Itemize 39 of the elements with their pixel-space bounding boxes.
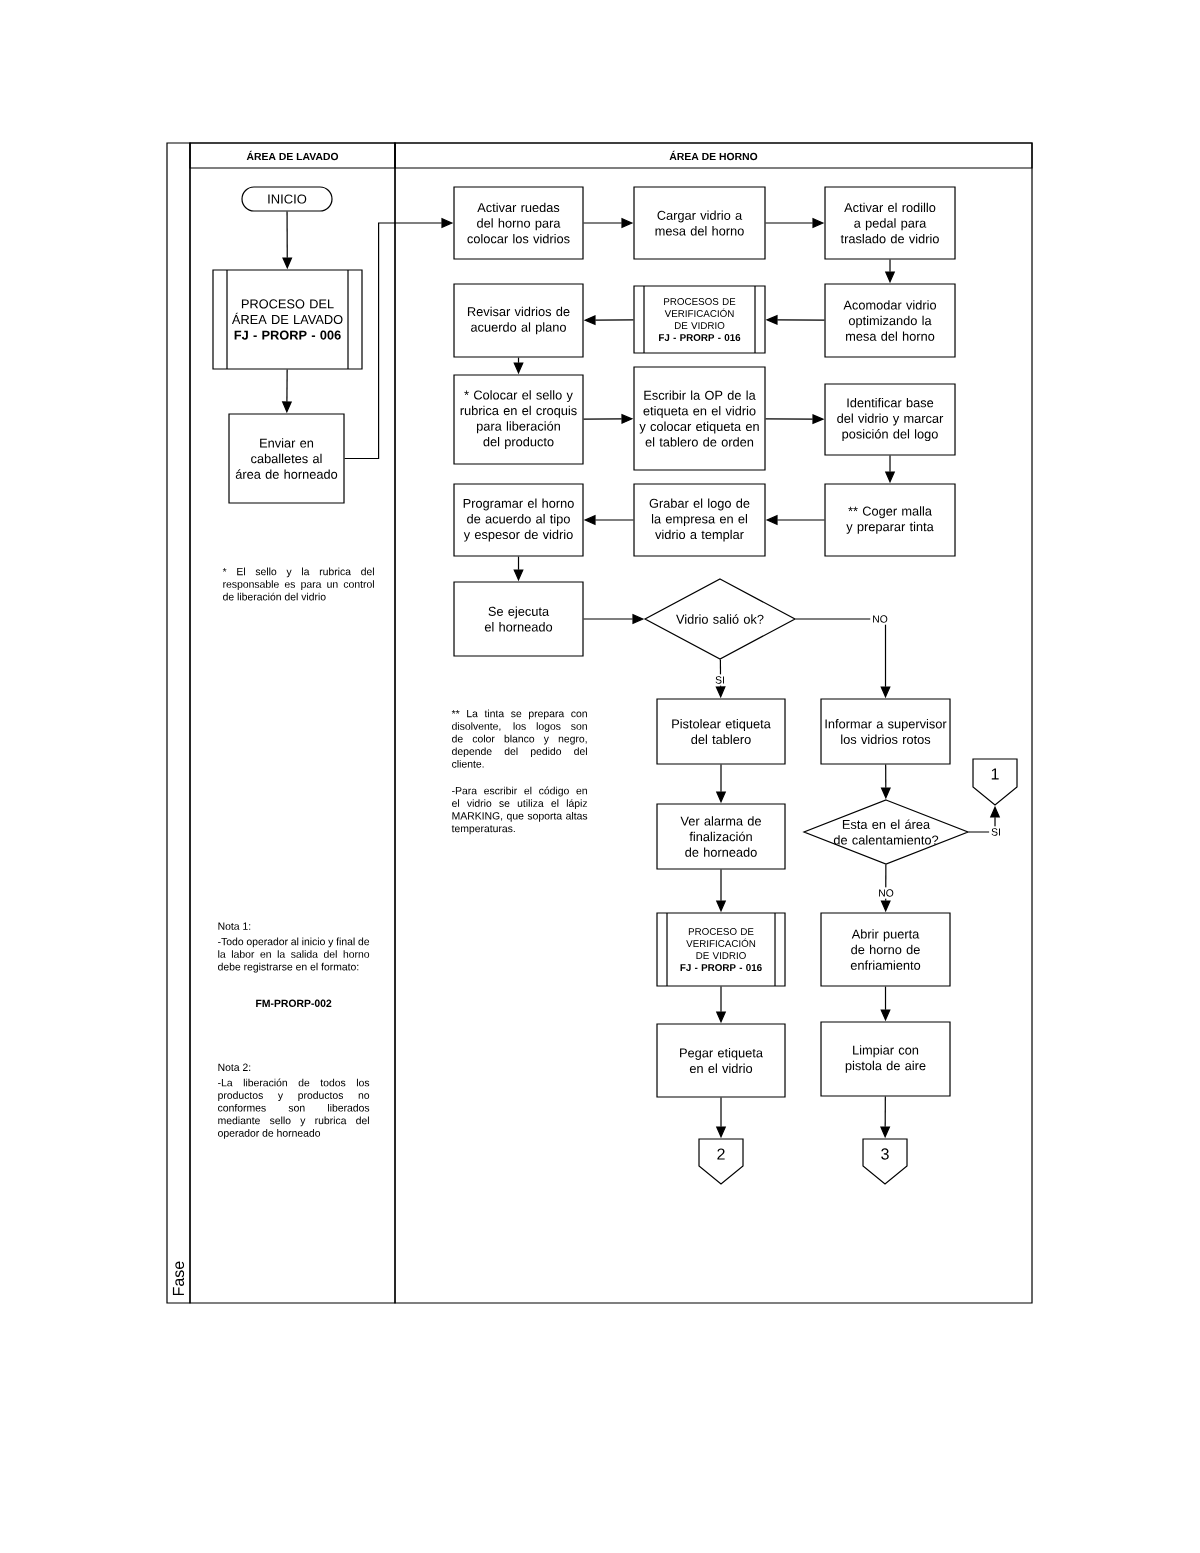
process-box: Identificar base del vidrio y marcar posición del logo: [824, 383, 956, 456]
process-box: Grabar el logo de la empresa en el vidrio a templar: [633, 483, 766, 557]
process-box: Activar el rodillo a pedal para traslado de vidrio: [824, 186, 956, 260]
off-page-connector: 2: [698, 1138, 744, 1185]
start-terminal: INICIO: [241, 186, 333, 212]
note-text: -Para escribir el código en el vidrio se utiliza el lápiz MARKING, que soporta altas temperaturas.: [451, 786, 588, 835]
note-text: -Todo operador al inicio y final de la labor en la salida del horno debe registrarse en el formato:: [218, 937, 370, 973]
off-page-connector: 3: [862, 1138, 908, 1185]
process-box: Limpiar con pistola de aire: [820, 1021, 951, 1097]
phase-column: Fase: [166, 142, 191, 1304]
process-box: Pistolear etiqueta del tablero: [656, 698, 786, 765]
note-text: Nota 1:: [218, 922, 251, 930]
process-box: Programar el horno de acuerdo al tipo y espesor de vidrio: [453, 483, 584, 557]
note-text: -La liberación de todos los productos y productos no conformes son liberados mediante sello y rubrica del operador de horneado: [218, 1078, 370, 1139]
note-text: ** La tinta se prepara con disolvente, los logos son de color blanco y negro, depende del pedido del cliente.: [451, 709, 587, 768]
process-box: Ver alarma de finalización de horneado: [656, 803, 786, 870]
process-box: Abrir puerta de horno de enfriamiento: [820, 912, 951, 987]
edge-label: NO: [876, 887, 896, 899]
process-box: Enviar en caballetes al área de horneado: [228, 413, 345, 504]
process-box: * Colocar el sello y rubrica en el croquis para liberación del producto: [453, 374, 584, 465]
subprocess-box: PROCESO DEL ÁREA DE LAVADO FJ - PRORP - 006: [212, 269, 363, 370]
edge-label: SI: [713, 674, 727, 686]
subprocess-box: PROCESOS DE VERIFICACIÓN DE VIDRIO FJ - PRORP - 016: [633, 285, 766, 354]
note-text: FM-PRORP-002: [256, 999, 332, 1007]
process-box: Activar ruedas del horno para colocar los vidrios: [453, 186, 584, 260]
process-box: Cargar vidrio a mesa del horno: [633, 186, 766, 260]
edge-label: NO: [870, 613, 890, 625]
process-box: Informar a supervisor los vidrios rotos: [820, 698, 951, 765]
off-page-connector: 1: [972, 758, 1018, 806]
note-text: * El sello y la rubrica del responsable es para un control de liberación del vidrio: [222, 567, 374, 601]
process-box: ** Coger malla y preparar tinta: [824, 483, 956, 557]
note-text: Nota 2:: [218, 1063, 251, 1071]
process-box: Acomodar vidrio optimizando la mesa del horno: [824, 283, 956, 358]
process-box: Pegar etiqueta en el vidrio: [656, 1023, 786, 1098]
subprocess-box: PROCESO DE VERIFICACIÓN DE VIDRIO FJ - PRORP - 016: [656, 912, 786, 987]
process-box: Escribir la OP de la etiqueta en el vidrio y colocar etiqueta en el tablero de orden: [633, 366, 766, 471]
process-box: Se ejecuta el horneado: [453, 581, 584, 657]
process-box: Revisar vidrios de acuerdo al plano: [453, 283, 584, 358]
edge-label: SI: [989, 826, 1003, 838]
